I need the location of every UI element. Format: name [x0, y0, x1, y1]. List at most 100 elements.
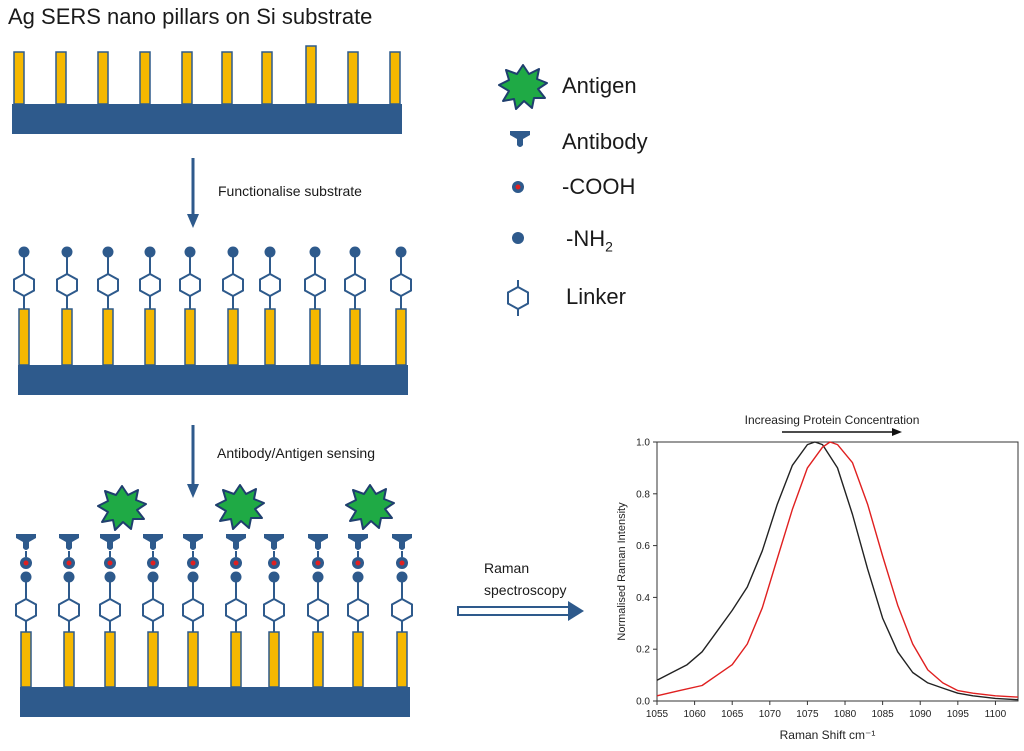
si-substrate-3 [20, 687, 410, 717]
nh2-group [309, 246, 321, 258]
nh2-group [352, 571, 364, 583]
x-tick-label: 1100 [985, 709, 1007, 720]
ag-nano-pillar [181, 51, 193, 105]
ag-nano-pillar [97, 51, 109, 105]
antibody-icon [16, 534, 36, 550]
ag-nano-pillar [389, 51, 401, 105]
raman-spectrum-chart: 1055 1060 1065 1070 1075 1080 1085 1090 1095 1100… [616, 413, 1019, 742]
linker-icon [391, 591, 413, 629]
functionalised-pillar [259, 246, 281, 366]
x-tick-label: 1080 [834, 709, 857, 720]
raman-label-line1: Raman [484, 560, 530, 576]
sensing-pillar [263, 534, 285, 688]
linker-icon [225, 591, 247, 629]
spectrum-series-1 [656, 441, 1019, 701]
sensing-pillar [347, 534, 369, 688]
antibody-icon [264, 534, 284, 550]
antibody-icon [348, 534, 368, 550]
legend-nh2-label: -NH2 [566, 226, 613, 255]
nh2-group [227, 246, 239, 258]
si-substrate-1 [12, 104, 402, 134]
x-tick-label: 1070 [759, 709, 782, 720]
raman-label-line2: spectroscopy [484, 582, 567, 598]
y-axis-label: Normalised Raman Intensity [616, 502, 628, 641]
antibody-icon [226, 534, 246, 550]
legend-antigen-label: Antigen [562, 73, 637, 98]
legend-linker-label: Linker [566, 284, 626, 309]
functionalised-pillar [97, 246, 119, 366]
antigen-bound-2 [215, 484, 265, 530]
nh2-group [268, 571, 280, 583]
nh2-group [396, 571, 408, 583]
functionalised-pillar [344, 246, 366, 366]
antigen-bound-1 [97, 485, 147, 531]
nh2-group [104, 571, 116, 583]
panel-functionalised [13, 246, 412, 395]
legend-linker-icon [507, 279, 529, 317]
linker-icon [139, 266, 161, 304]
x-tick-label: 1055 [646, 709, 669, 720]
linker-icon [263, 591, 285, 629]
sensing-pillar [391, 534, 413, 688]
x-tick-label: 1095 [947, 709, 970, 720]
linker-icon [307, 591, 329, 629]
y-tick-label: 1.0 [636, 438, 650, 449]
linker-icon [222, 266, 244, 304]
linker-icon [182, 591, 204, 629]
x-tick-label: 1085 [872, 709, 895, 720]
linker-icon [13, 266, 35, 304]
diagram-title: Ag SERS nano pillars on Si substrate [8, 4, 373, 29]
down-arrow-2 [187, 425, 199, 498]
legend-cooh-label: -COOH [562, 174, 636, 199]
linker-icon [344, 266, 366, 304]
linker-icon [179, 266, 201, 304]
x-tick-label: 1065 [721, 709, 744, 720]
functionalised-pillar [390, 246, 412, 366]
ag-nano-pillar [261, 51, 273, 105]
x-axis-label: Raman Shift cm⁻¹ [780, 728, 876, 742]
plot-frame [656, 441, 1019, 702]
ag-nano-pillar [139, 51, 151, 105]
sensing-pillar [307, 534, 329, 688]
functionalised-pillar [56, 246, 78, 366]
linker-icon [56, 266, 78, 304]
nh2-group [312, 571, 324, 583]
x-tick-label: 1060 [683, 709, 706, 720]
step-functionalise-label: Functionalise substrate [218, 183, 362, 199]
ag-nano-pillar [305, 45, 317, 105]
linker-icon [259, 266, 281, 304]
x-tick-label: 1075 [796, 709, 819, 720]
ag-nano-pillar [55, 51, 67, 105]
antibody-icon [183, 534, 203, 550]
linker-icon [347, 591, 369, 629]
x-tick-label: 1090 [909, 709, 932, 720]
functionalised-pillar [304, 246, 326, 366]
spectrum-series-2 [656, 441, 1019, 698]
ag-nano-pillar [221, 51, 233, 105]
panel-bare-substrate [12, 45, 402, 134]
linker-icon [304, 266, 326, 304]
nh2-group [264, 246, 276, 258]
raman-arrow-label: Raman spectroscopy [484, 557, 566, 601]
functionalised-pillar [222, 246, 244, 366]
functionalised-pillar [139, 246, 161, 366]
sensing-pillar [99, 534, 121, 688]
ag-nano-pillar [13, 51, 25, 105]
nh2-group [230, 571, 242, 583]
antigen-bound-3 [345, 484, 395, 530]
nh2-group [147, 571, 159, 583]
functionalised-pillar [13, 246, 35, 366]
nh2-group [61, 246, 73, 258]
antibody-icon [100, 534, 120, 550]
legend-antibody-icon [510, 131, 530, 147]
linker-icon [15, 591, 37, 629]
linker-icon [97, 266, 119, 304]
raman-arrow [457, 601, 584, 621]
legend-antibody-label: Antibody [562, 129, 648, 154]
sensing-pillar [142, 534, 164, 688]
down-arrow-1 [187, 158, 199, 228]
y-tick-label: 0.2 [636, 645, 650, 656]
nh2-group [395, 246, 407, 258]
sensing-pillar [58, 534, 80, 688]
